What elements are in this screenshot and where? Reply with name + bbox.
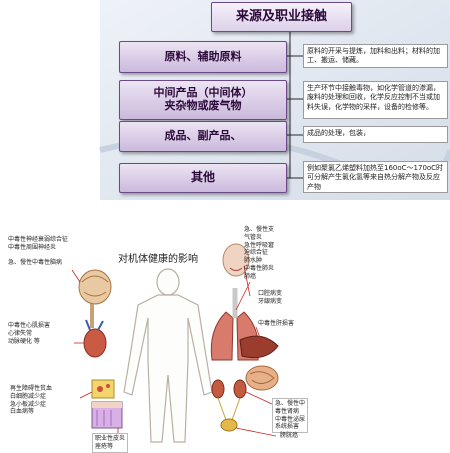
leader-bladder	[235, 427, 277, 437]
kidney-bladder-organ	[211, 379, 247, 432]
brain-organ	[78, 269, 112, 328]
body-head	[156, 268, 180, 296]
label-heart: 中毒性心肌损害 心律失常 动脉硬化 等	[8, 322, 51, 345]
leader-mouth	[243, 265, 251, 297]
leader-brain	[71, 269, 81, 283]
label-skin: 职业性皮炎 痤疮等	[92, 433, 129, 453]
title-box: 来源及职业接触	[211, 2, 352, 32]
bone-marrow-diagram	[91, 379, 115, 399]
leader-lung	[235, 281, 251, 311]
label-liver: 中毒性肝损害	[258, 320, 295, 327]
label-lung: 急、慢性支 气管炎 急性呼吸窘 迫综合征 肺水肿 中毒性肺炎 肺癌	[244, 226, 275, 280]
label-kidney: 急、慢性中 毒性肾病 中毒性泌尿 系统损害	[272, 398, 309, 434]
face-mouth	[222, 243, 250, 277]
leader-liver	[255, 326, 263, 344]
label-brain: 中毒性神经衰弱综合征 中毒性周围神经炎 急、慢性中毒性脑病	[8, 236, 69, 267]
desc-raw-materials: 原料的开采与提炼，加料和出料；材料的加工、搬运、储藏。	[303, 44, 448, 68]
liver-intestine-organ	[239, 335, 279, 391]
label-mouth: 口腔病变 牙龈病变	[258, 290, 283, 305]
body-torso	[123, 294, 213, 443]
category-finished-products: 成品、副产品、	[119, 121, 287, 152]
leader-kidney	[245, 391, 273, 405]
label-bladder: 膀胱癌	[280, 432, 299, 439]
health-effects-title: 对机体健康的影响	[118, 254, 198, 265]
heart-organ	[83, 319, 107, 358]
category-raw-materials: 原料、辅助原料	[119, 41, 287, 73]
desc-intermediate-products: 生产环节中接触毒物，如化学管道的渗漏，废料的处理和回收，化学反应控制不当或加料失…	[303, 81, 448, 119]
desc-finished-products: 成品的处理，包装，	[303, 126, 448, 143]
skin-diagram	[91, 401, 123, 429]
category-other: 其他	[119, 163, 287, 193]
category-intermediate-products: 中间产品（中间体） 夹杂物或废气物	[119, 80, 287, 120]
desc-other: 例如聚氯乙烯塑料加热至160oC～170oC时可分解产生氯化氢等来自热分解产物及…	[303, 161, 448, 193]
leader-blood	[79, 391, 93, 399]
human-body-figure	[123, 268, 213, 443]
label-blood: 再生障碍性贫血 白细胞减少症 急小板减少症 白血病等	[10, 385, 53, 416]
